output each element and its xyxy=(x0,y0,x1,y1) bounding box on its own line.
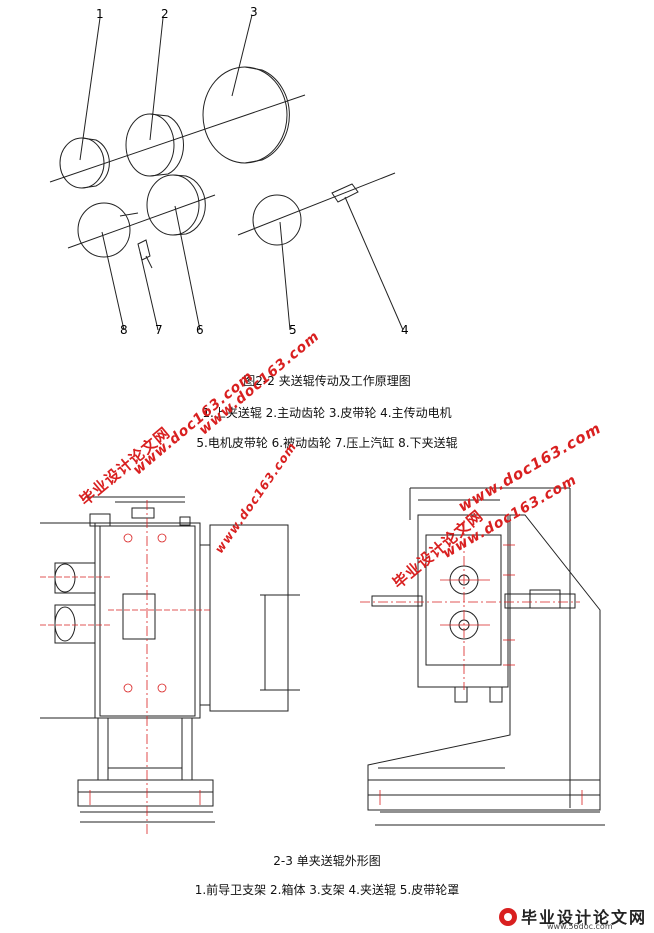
main-motor xyxy=(331,183,359,203)
part-label: 6 xyxy=(196,323,204,337)
part-number-labels: 1 2 3 4 5 6 7 8 xyxy=(96,5,409,337)
logo-url: www.56doc.com xyxy=(547,922,613,931)
part-label: 5 xyxy=(289,323,297,337)
figure1-caption: 图2-2 夹送辊传动及工作原理图 xyxy=(243,374,411,388)
part-label: 2 xyxy=(161,7,169,21)
figure1-legend-line1: 1.上夹送辊 2.主动齿轮 3.皮带轮 4.主传动电机 xyxy=(202,406,452,420)
lower-pinch-roll xyxy=(77,202,131,258)
part-label: 1 xyxy=(96,7,104,21)
figure1-legend-line2: 5.电机皮带轮 6.被动齿轮 7.压上汽缸 8.下夹送辊 xyxy=(196,436,458,450)
figure2-legend: 1.前导卫支架 2.箱体 3.支架 4.夹送辊 5.皮带轮罩 xyxy=(194,883,460,897)
front-view xyxy=(40,496,300,823)
logo-icon xyxy=(499,908,517,926)
figure2-caption: 2-3 单夹送辊外形图 xyxy=(273,854,381,868)
part-label: 7 xyxy=(155,323,163,337)
part-label: 8 xyxy=(120,323,128,337)
side-view xyxy=(367,487,605,826)
footer-logo: 毕业设计论文网 www.56doc.com xyxy=(497,904,648,931)
part-label: 3 xyxy=(250,5,258,19)
part-label: 4 xyxy=(401,323,409,337)
logo-text: 毕业设计论文网 xyxy=(521,908,648,927)
motor-pulley xyxy=(252,194,302,246)
